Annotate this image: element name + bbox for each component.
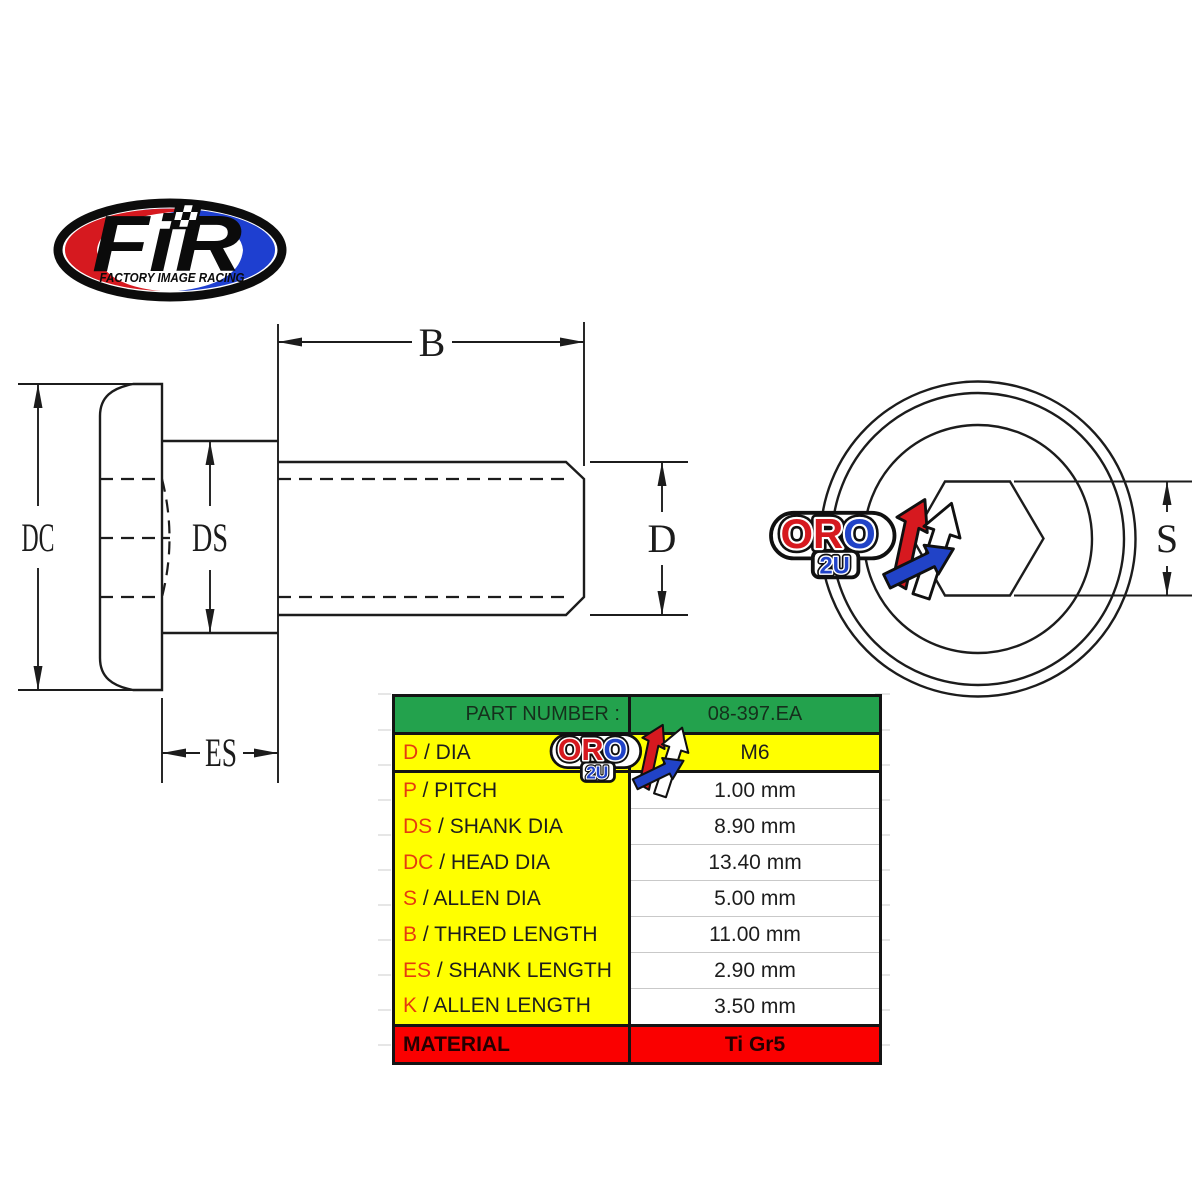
spec-table: PART NUMBER : 08-397.EA D / DIA M6 P / P… — [392, 694, 882, 1065]
part-number-label: PART NUMBER : — [393, 695, 631, 735]
dim-name: / SHANK LENGTH — [436, 958, 612, 982]
fir-checker-icon — [169, 202, 203, 230]
table-header-row: PART NUMBER : 08-397.EA — [393, 695, 881, 735]
fir-subtext: FACTORY IMAGE RACING — [100, 271, 245, 285]
dim-code: B — [403, 922, 418, 946]
dim-code: P — [403, 778, 417, 802]
dim-label-s: S — [1156, 516, 1178, 561]
head-ring-circle — [830, 391, 1126, 687]
table-row: K / ALLEN LENGTH 3.50 mm — [393, 988, 881, 1026]
table-row: P / PITCH 1.00 mm — [393, 771, 881, 809]
row-value: 2.90 mm — [629, 952, 881, 989]
dim-name: / HEAD DIA — [439, 850, 551, 874]
row-value: M6 — [629, 733, 881, 773]
row-label: P / PITCH — [393, 771, 631, 809]
head-chamfer-circle — [862, 423, 1094, 655]
fir-logo: FiR FACTORY IMAGE RACING — [53, 198, 287, 302]
row-label: D / DIA — [393, 733, 631, 773]
row-label: B / THRED LENGTH — [393, 916, 631, 953]
bolt-thread-outline — [278, 460, 586, 617]
bolt-side-view — [98, 382, 586, 692]
bolt-end-view — [819, 380, 1192, 698]
dimensions — [18, 322, 688, 783]
row-value: 3.50 mm — [629, 988, 881, 1026]
row-value: 8.90 mm — [629, 808, 881, 845]
fir-text: FiR — [92, 199, 242, 288]
row-label: S / ALLEN DIA — [393, 880, 631, 917]
row-value: 13.40 mm — [629, 844, 881, 881]
dim-name: / ALLEN LENGTH — [422, 994, 591, 1018]
dim-name: / SHANK DIA — [438, 814, 563, 838]
dim-name: / PITCH — [422, 778, 498, 802]
row-value: 5.00 mm — [629, 880, 881, 917]
dim-code: K — [403, 994, 418, 1018]
dim-code: ES — [403, 958, 432, 982]
fir-blue-swoosh — [143, 208, 276, 291]
row-value: 11.00 mm — [629, 916, 881, 953]
dim-name: / ALLEN DIA — [422, 886, 541, 910]
dim-s — [1014, 480, 1192, 597]
dim-label-es: ES — [205, 730, 237, 775]
dim-label-dc: DC — [22, 515, 55, 560]
table-row: DC / HEAD DIA 13.40 mm — [393, 844, 881, 881]
dim-name: / DIA — [424, 740, 471, 764]
table-row: D / DIA M6 — [393, 733, 881, 773]
table-footer-row: MATERIAL Ti Gr5 — [393, 1024, 881, 1064]
head-outer-circle — [819, 380, 1137, 698]
row-value: 1.00 mm — [629, 771, 881, 809]
fir-red-swoosh — [64, 208, 197, 291]
dim-label-d: D — [648, 516, 677, 561]
material-value: Ti Gr5 — [629, 1024, 881, 1064]
dim-label-b: B — [419, 320, 446, 365]
dim-code: DC — [403, 850, 434, 874]
dim-code: D — [403, 740, 419, 764]
dim-code: DS — [403, 814, 433, 838]
table-row: ES / SHANK LENGTH 2.90 mm — [393, 952, 881, 989]
row-label: K / ALLEN LENGTH — [393, 988, 631, 1026]
part-number-value: 08-397.EA — [629, 695, 881, 735]
material-label: MATERIAL — [393, 1024, 631, 1064]
bolt-head-outline — [98, 382, 164, 692]
dim-label-ds: DS — [192, 515, 228, 560]
hidden-lines — [100, 477, 572, 599]
row-label: DC / HEAD DIA — [393, 844, 631, 881]
row-label: DS / SHANK DIA — [393, 808, 631, 845]
dim-name: / THRED LENGTH — [422, 922, 598, 946]
allen-socket-hexagon — [911, 480, 1045, 597]
dimension-labels: DC DS B ES D S — [22, 320, 1179, 775]
dim-code: S — [403, 886, 418, 910]
row-label: ES / SHANK LENGTH — [393, 952, 631, 989]
table-row: S / ALLEN DIA 5.00 mm — [393, 880, 881, 917]
table-row: B / THRED LENGTH 11.00 mm — [393, 916, 881, 953]
table-row: DS / SHANK DIA 8.90 mm — [393, 808, 881, 845]
dimension-arrowheads — [33, 337, 1172, 758]
